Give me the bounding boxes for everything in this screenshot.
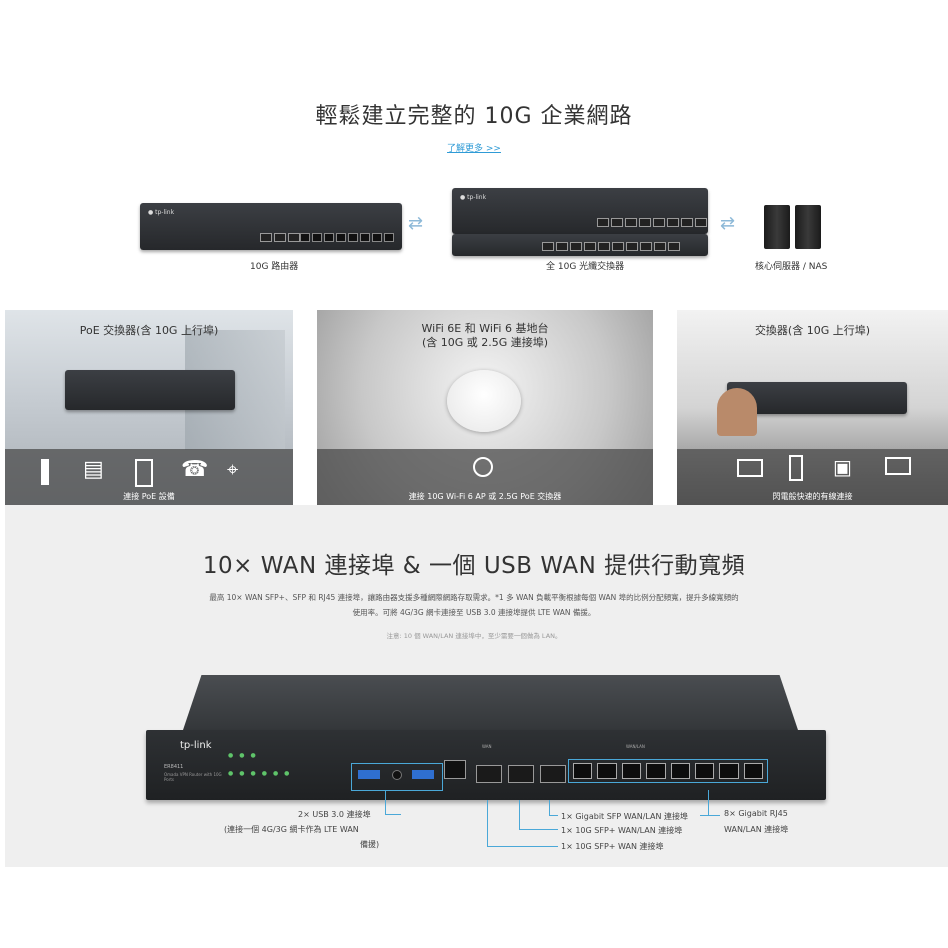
wifi-ap-panel: WiFi 6E 和 WiFi 6 基地台 (含 10G 或 2.5G 連接埠) …	[317, 310, 653, 505]
ceiling-ap-icon: ▤	[83, 457, 104, 482]
usb-callout-line3: 備援)	[360, 840, 380, 849]
panel-caption: 閃電般快速的有線連接	[772, 492, 853, 501]
person-image	[717, 388, 757, 436]
console-port	[444, 760, 466, 779]
sfp-port	[508, 765, 534, 783]
server-icon	[764, 205, 790, 249]
rj45-callout-line2: WAN/LAN 連接埠	[724, 825, 789, 834]
rj45-port	[573, 763, 593, 779]
sfp-10g-wanlan-callout: 1× 10G SFP+ WAN/LAN 連接埠	[561, 826, 683, 835]
port-leds: ●●●●●●	[228, 770, 296, 777]
router-model: ER8411	[164, 764, 184, 770]
ceiling-ap-image	[447, 370, 521, 432]
access-point-icon	[41, 459, 49, 485]
usb-callout-line1: 2× USB 3.0 連接埠	[298, 810, 371, 819]
router-caption: 10G 路由器	[250, 262, 299, 272]
panel-caption: 連接 PoE 設備	[123, 492, 175, 501]
wan-description-line2: 使用率。可將 4G/3G 網卡連接至 USB 3.0 連接埠提供 LTE WAN…	[352, 608, 596, 617]
wan-section-label: WAN	[482, 744, 492, 749]
reset-hole	[392, 770, 402, 780]
rj45-port-group	[568, 759, 768, 783]
rj45-callout-line1: 8× Gigabit RJ45	[724, 809, 788, 818]
panel-title: 交換器(含 10G 上行埠)	[754, 324, 871, 337]
poe-switch-panel: PoE 交換器(含 10G 上行埠) ▤ ☎ ⌖ 連接 PoE 設備	[5, 310, 293, 505]
bidirectional-arrow-icon: ⇄	[720, 213, 736, 234]
panel-title: WiFi 6E 和 WiFi 6 基地台 (含 10G 或 2.5G 連接埠)	[421, 322, 549, 349]
rj45-port	[694, 763, 715, 779]
server-icon	[795, 205, 821, 249]
rj45-port	[719, 763, 739, 779]
tp-link-logo: tp-link	[180, 740, 212, 751]
rj45-port	[646, 763, 666, 779]
fiber-switch-lower-image	[452, 234, 708, 256]
router-ports	[300, 233, 394, 242]
usb-port	[358, 770, 380, 779]
rj45-port	[670, 763, 690, 779]
wanlan-section-label: WAN/LAN	[626, 744, 645, 749]
desktop-tower-icon	[789, 455, 803, 481]
status-leds: ●●●	[228, 752, 262, 759]
camera-icon: ⌖	[227, 457, 239, 481]
router-10g-image: ● tp-link	[140, 203, 402, 250]
pc-icon: ▣	[833, 455, 852, 479]
bidirectional-arrow-icon: ⇄	[408, 213, 424, 234]
router-sfp-ports	[260, 233, 300, 242]
router-logo: ● tp-link	[148, 209, 175, 216]
panel-overlay: ▤ ☎ ⌖	[5, 449, 293, 505]
ap-circle-icon	[473, 457, 493, 477]
nas-icon	[737, 459, 763, 477]
usb-port	[412, 770, 434, 779]
sfp-port	[476, 765, 502, 783]
rj45-leader-line	[708, 790, 710, 815]
ip-phone-icon: ☎	[181, 457, 209, 482]
switch-caption: 全 10G 光纖交換器	[546, 262, 625, 272]
panel-overlay	[317, 449, 653, 505]
fiber-switch-image: ● tp-link	[452, 188, 708, 234]
server-caption: 核心伺服器 / NAS	[755, 262, 828, 272]
usb-port-group	[351, 763, 443, 791]
wan-description-line1: 最高 10× WAN SFP+、SFP 和 RJ45 連接埠，讓路由器支援多種網…	[209, 593, 739, 602]
rj45-port	[597, 763, 617, 779]
panel-title: PoE 交換器(含 10G 上行埠)	[79, 324, 219, 337]
sfp-leader-line	[487, 800, 558, 847]
network-title: 輕鬆建立完整的 10G 企業網路	[315, 104, 633, 129]
router-model-desc: Omada VPN Router with 10G Ports	[164, 772, 222, 782]
router-front-panel: tp-link ER8411 Omada VPN Router with 10G…	[146, 730, 826, 800]
usb-callout-line2: (連接一個 4G/3G 網卡作為 LTE WAN	[224, 825, 359, 834]
sfp-leader-line	[549, 800, 558, 816]
panel-caption: 連接 10G Wi-Fi 6 AP 或 2.5G PoE 交換器	[408, 492, 562, 501]
usb-leader-line	[385, 790, 401, 815]
sfp-leader-line	[519, 800, 558, 830]
rj45-port	[621, 763, 642, 779]
sfp-gigabit-callout: 1× Gigabit SFP WAN/LAN 連接埠	[561, 812, 689, 821]
sfp-port	[540, 765, 566, 783]
wall-device-icon	[135, 459, 153, 487]
switch-image	[727, 382, 907, 414]
router-top-face	[183, 675, 798, 730]
sfp-10g-wan-callout: 1× 10G SFP+ WAN 連接埠	[561, 842, 664, 851]
monitor-icon	[885, 457, 911, 475]
rj45-port	[743, 763, 763, 779]
poe-switch-image	[65, 370, 235, 410]
panel-overlay: ▣	[677, 449, 948, 505]
switch-panel: 交換器(含 10G 上行埠) ▣ 閃電般快速的有線連接	[677, 310, 948, 505]
wan-note: 注意: 10 個 WAN/LAN 連接埠中，至少需要一個做為 LAN。	[386, 632, 562, 640]
rj45-leader-line	[700, 815, 720, 817]
wan-section-title: 10× WAN 連接埠 & 一個 USB WAN 提供行動寬頻	[202, 553, 746, 579]
learn-more-link[interactable]: 了解更多 >>	[447, 144, 501, 154]
